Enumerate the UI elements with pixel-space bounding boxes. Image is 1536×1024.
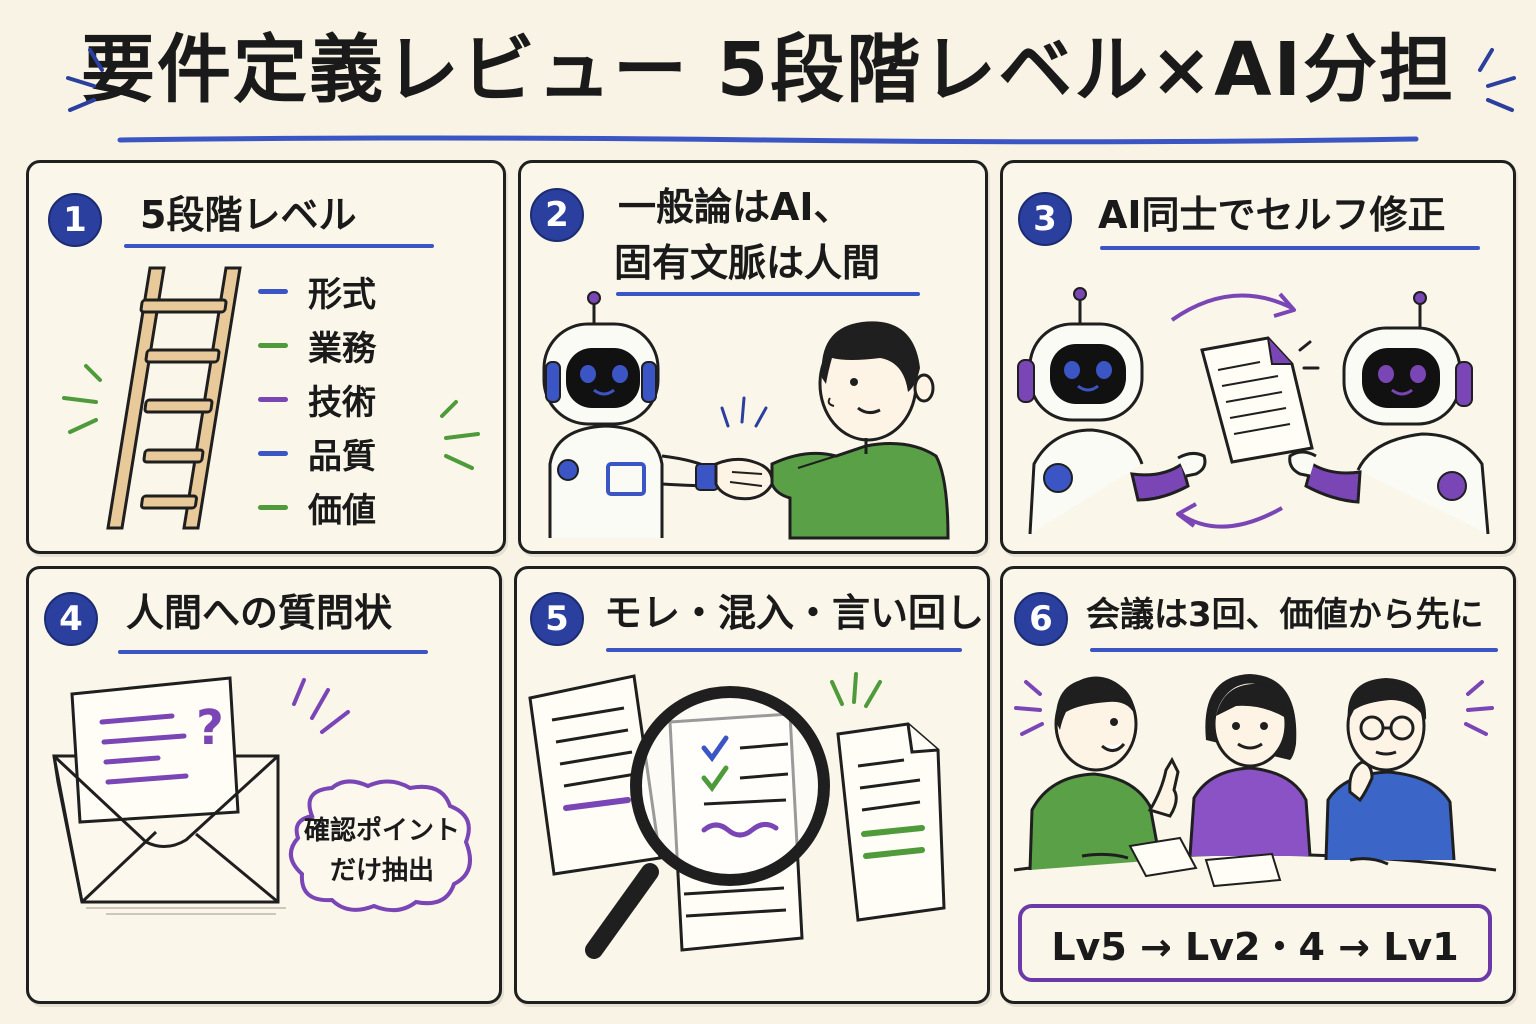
panel-5-underline [606,648,962,652]
panel-5-number: 5 [530,592,584,646]
panel-1-underline [124,244,434,248]
level-item-1: 形式 [258,264,376,318]
panel-1 [26,160,506,554]
panel-3-underline [1100,246,1480,250]
panel-6-number: 6 [1014,592,1068,646]
ladder-icon [106,266,242,530]
level-list: 形式 業務 技術 品質 価値 [258,264,376,534]
panel-1-number: 1 [48,193,102,247]
magnifier-documents-icon [528,672,946,959]
svg-text:?: ? [196,700,224,756]
level-item-2: 業務 [258,318,376,372]
spark-green-right-icon [440,400,480,470]
envelope-question-icon: ? [52,676,286,915]
cloud-text-line-2: だけ抽出 [329,856,434,886]
cloud-bubble [289,779,472,913]
panel-5-title: モレ・混入・言い回し [604,591,985,635]
panel-4-title: 人間への質問状 [126,591,393,635]
title-underline [117,135,1419,145]
panel-2-title-line-1: 一般論はAI、 [618,185,852,229]
three-people-meeting-icon [1013,674,1497,888]
panel-2-underline [616,292,920,296]
title-spark-left-icon [66,48,104,112]
level-item-3: 技術 [258,372,376,426]
panel-2-number: 2 [530,188,584,242]
level-item-5: 価値 [258,480,376,534]
spark-green-left-icon [62,364,102,434]
cloud-text-line-1: 確認ポイント [303,816,460,846]
spark-purple-icon [292,678,350,734]
robot-human-handshake-icon [542,291,950,540]
panel-4-underline [118,650,428,654]
panel-6-title: 会議は3回、価値から先に [1086,595,1484,635]
panel-2-title-line-2: 固有文脈は人間 [614,241,881,285]
panel-3-title: AI同士でセルフ修正 [1098,193,1446,237]
title-spark-right-icon [1478,48,1516,112]
panel-4-number: 4 [44,592,98,646]
panel-6-underline [1090,648,1498,652]
level-item-4: 品質 [258,426,376,480]
panel-1-title: 5段階レベル [140,193,357,237]
page-title: 要件定義レビュー 5段階レベル×AI分担 [80,27,1456,113]
meeting-order-flow: Lv5 → Lv2・4 → Lv1 [1018,904,1492,982]
panel-3-number: 3 [1018,192,1072,246]
two-robots-exchange-document-icon [1017,287,1490,535]
